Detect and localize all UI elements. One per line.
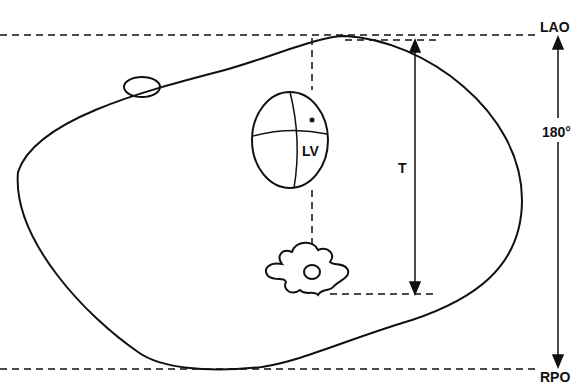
thickness-label: T [396, 160, 409, 176]
ventricle-label: LV [302, 144, 319, 158]
angle-label: 180° [540, 124, 573, 140]
ventricle-outline [250, 90, 330, 190]
heart-ventricle: LV [250, 90, 330, 190]
view-label: LAO [540, 20, 570, 34]
view-label: RPO [540, 370, 570, 384]
